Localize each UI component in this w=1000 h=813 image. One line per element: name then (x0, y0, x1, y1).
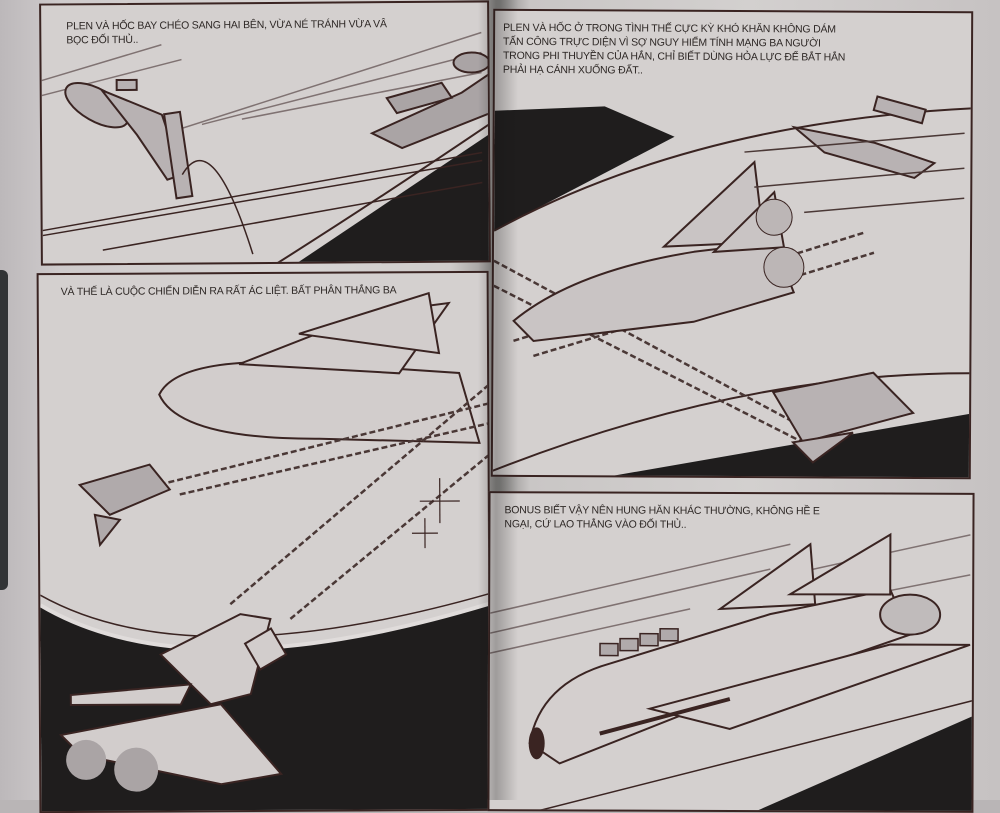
panel-3: Và thế là cuộc chiến diễn ra rất ác liệt… (37, 271, 492, 813)
panel-1-caption: Plen và Hốc bay chéo sang hai bên, vừa n… (66, 16, 491, 47)
panel-2-caption: Plen và Hốc ở trong tình thế cực kỳ khó … (503, 21, 963, 79)
book-edge (0, 270, 8, 590)
panel-4-artwork (489, 493, 974, 813)
panel-4: Bonus biết vậy nên hung hăn khác thường,… (487, 491, 974, 813)
spaceship-left (58, 73, 192, 199)
panel-2: Plen và Hốc ở trong tình thế cực kỳ khó … (491, 9, 973, 480)
panel-1: Plen và Hốc bay chéo sang hai bên, vừa n… (39, 0, 491, 265)
panel-3-artwork (39, 273, 492, 813)
big-shuttle (159, 293, 480, 445)
panel-3-caption: Và thế là cuộc chiến diễn ra rất ác liệt… (61, 283, 491, 299)
panel-4-caption: Bonus biết vậy nên hung hăn khác thường,… (504, 503, 964, 533)
shuttle (530, 533, 971, 765)
panel-2-artwork (493, 11, 973, 479)
spaceship-right (371, 52, 490, 148)
